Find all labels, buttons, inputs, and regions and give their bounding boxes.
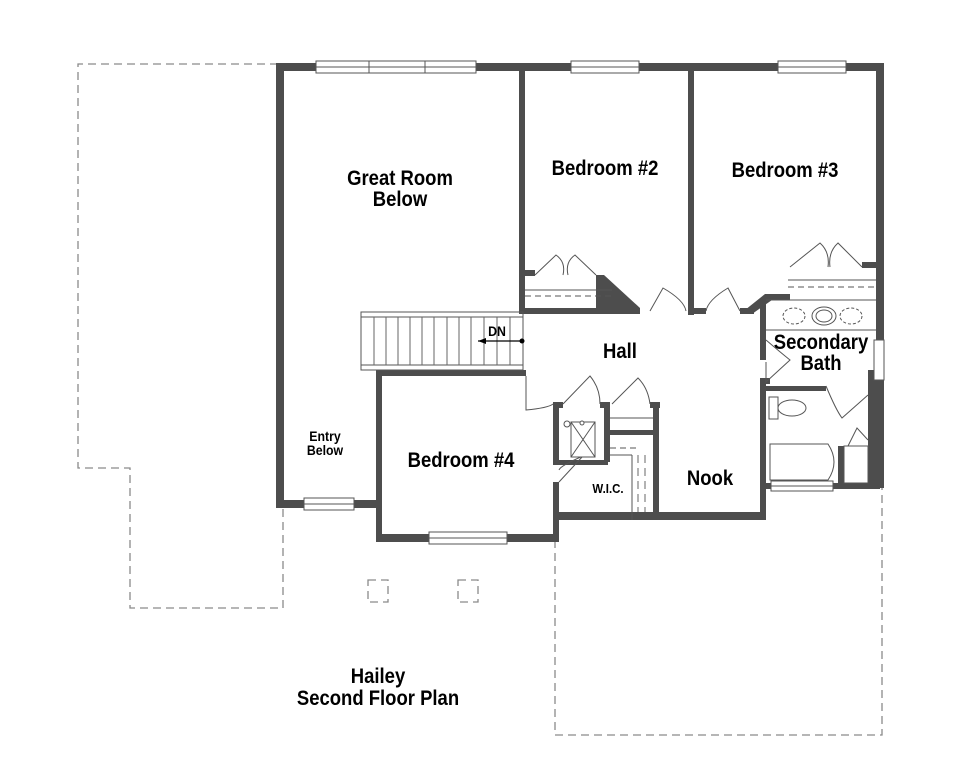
staircase: [360, 311, 525, 371]
sink-icon: [839, 307, 863, 325]
bathtub-icon: [769, 443, 835, 481]
label-secondary-bath: Secondary Bath: [769, 332, 873, 375]
great-room-subtitle: Below: [372, 188, 428, 211]
plan-subtitle: Second Floor Plan: [296, 687, 460, 711]
label-hall: Hall: [603, 340, 637, 363]
sink-icon: [782, 307, 806, 325]
door-swings: [525, 242, 869, 483]
great-room-title: Great Room: [347, 167, 453, 190]
first-floor-outline: [77, 63, 883, 736]
toilet-bowl-icon: [777, 399, 807, 417]
plan-title-block: Hailey Second Floor Plan: [281, 665, 475, 711]
secondary-bath-subtitle: Bath: [800, 352, 842, 376]
toilet-tank-icon: [768, 396, 779, 420]
windows: [303, 60, 885, 545]
entry-subtitle: Below: [306, 442, 344, 458]
secondary-bath-title: Secondary: [773, 331, 869, 354]
label-entry-below: Entry Below: [299, 429, 352, 457]
closet-shelves: [525, 279, 876, 520]
bath-fixtures: [563, 306, 869, 484]
label-bedroom-4: Bedroom #4: [407, 449, 515, 472]
entry-title: Entry: [309, 428, 341, 444]
plan-name: Hailey: [350, 665, 406, 688]
stair-dn-label: DN: [488, 323, 506, 339]
label-great-room: Great Room Below: [330, 168, 471, 210]
label-bedroom-2: Bedroom #2: [551, 157, 659, 180]
label-nook: Nook: [686, 467, 734, 490]
label-bedroom-3: Bedroom #3: [731, 159, 839, 182]
label-wic: W.I.C.: [592, 481, 624, 496]
